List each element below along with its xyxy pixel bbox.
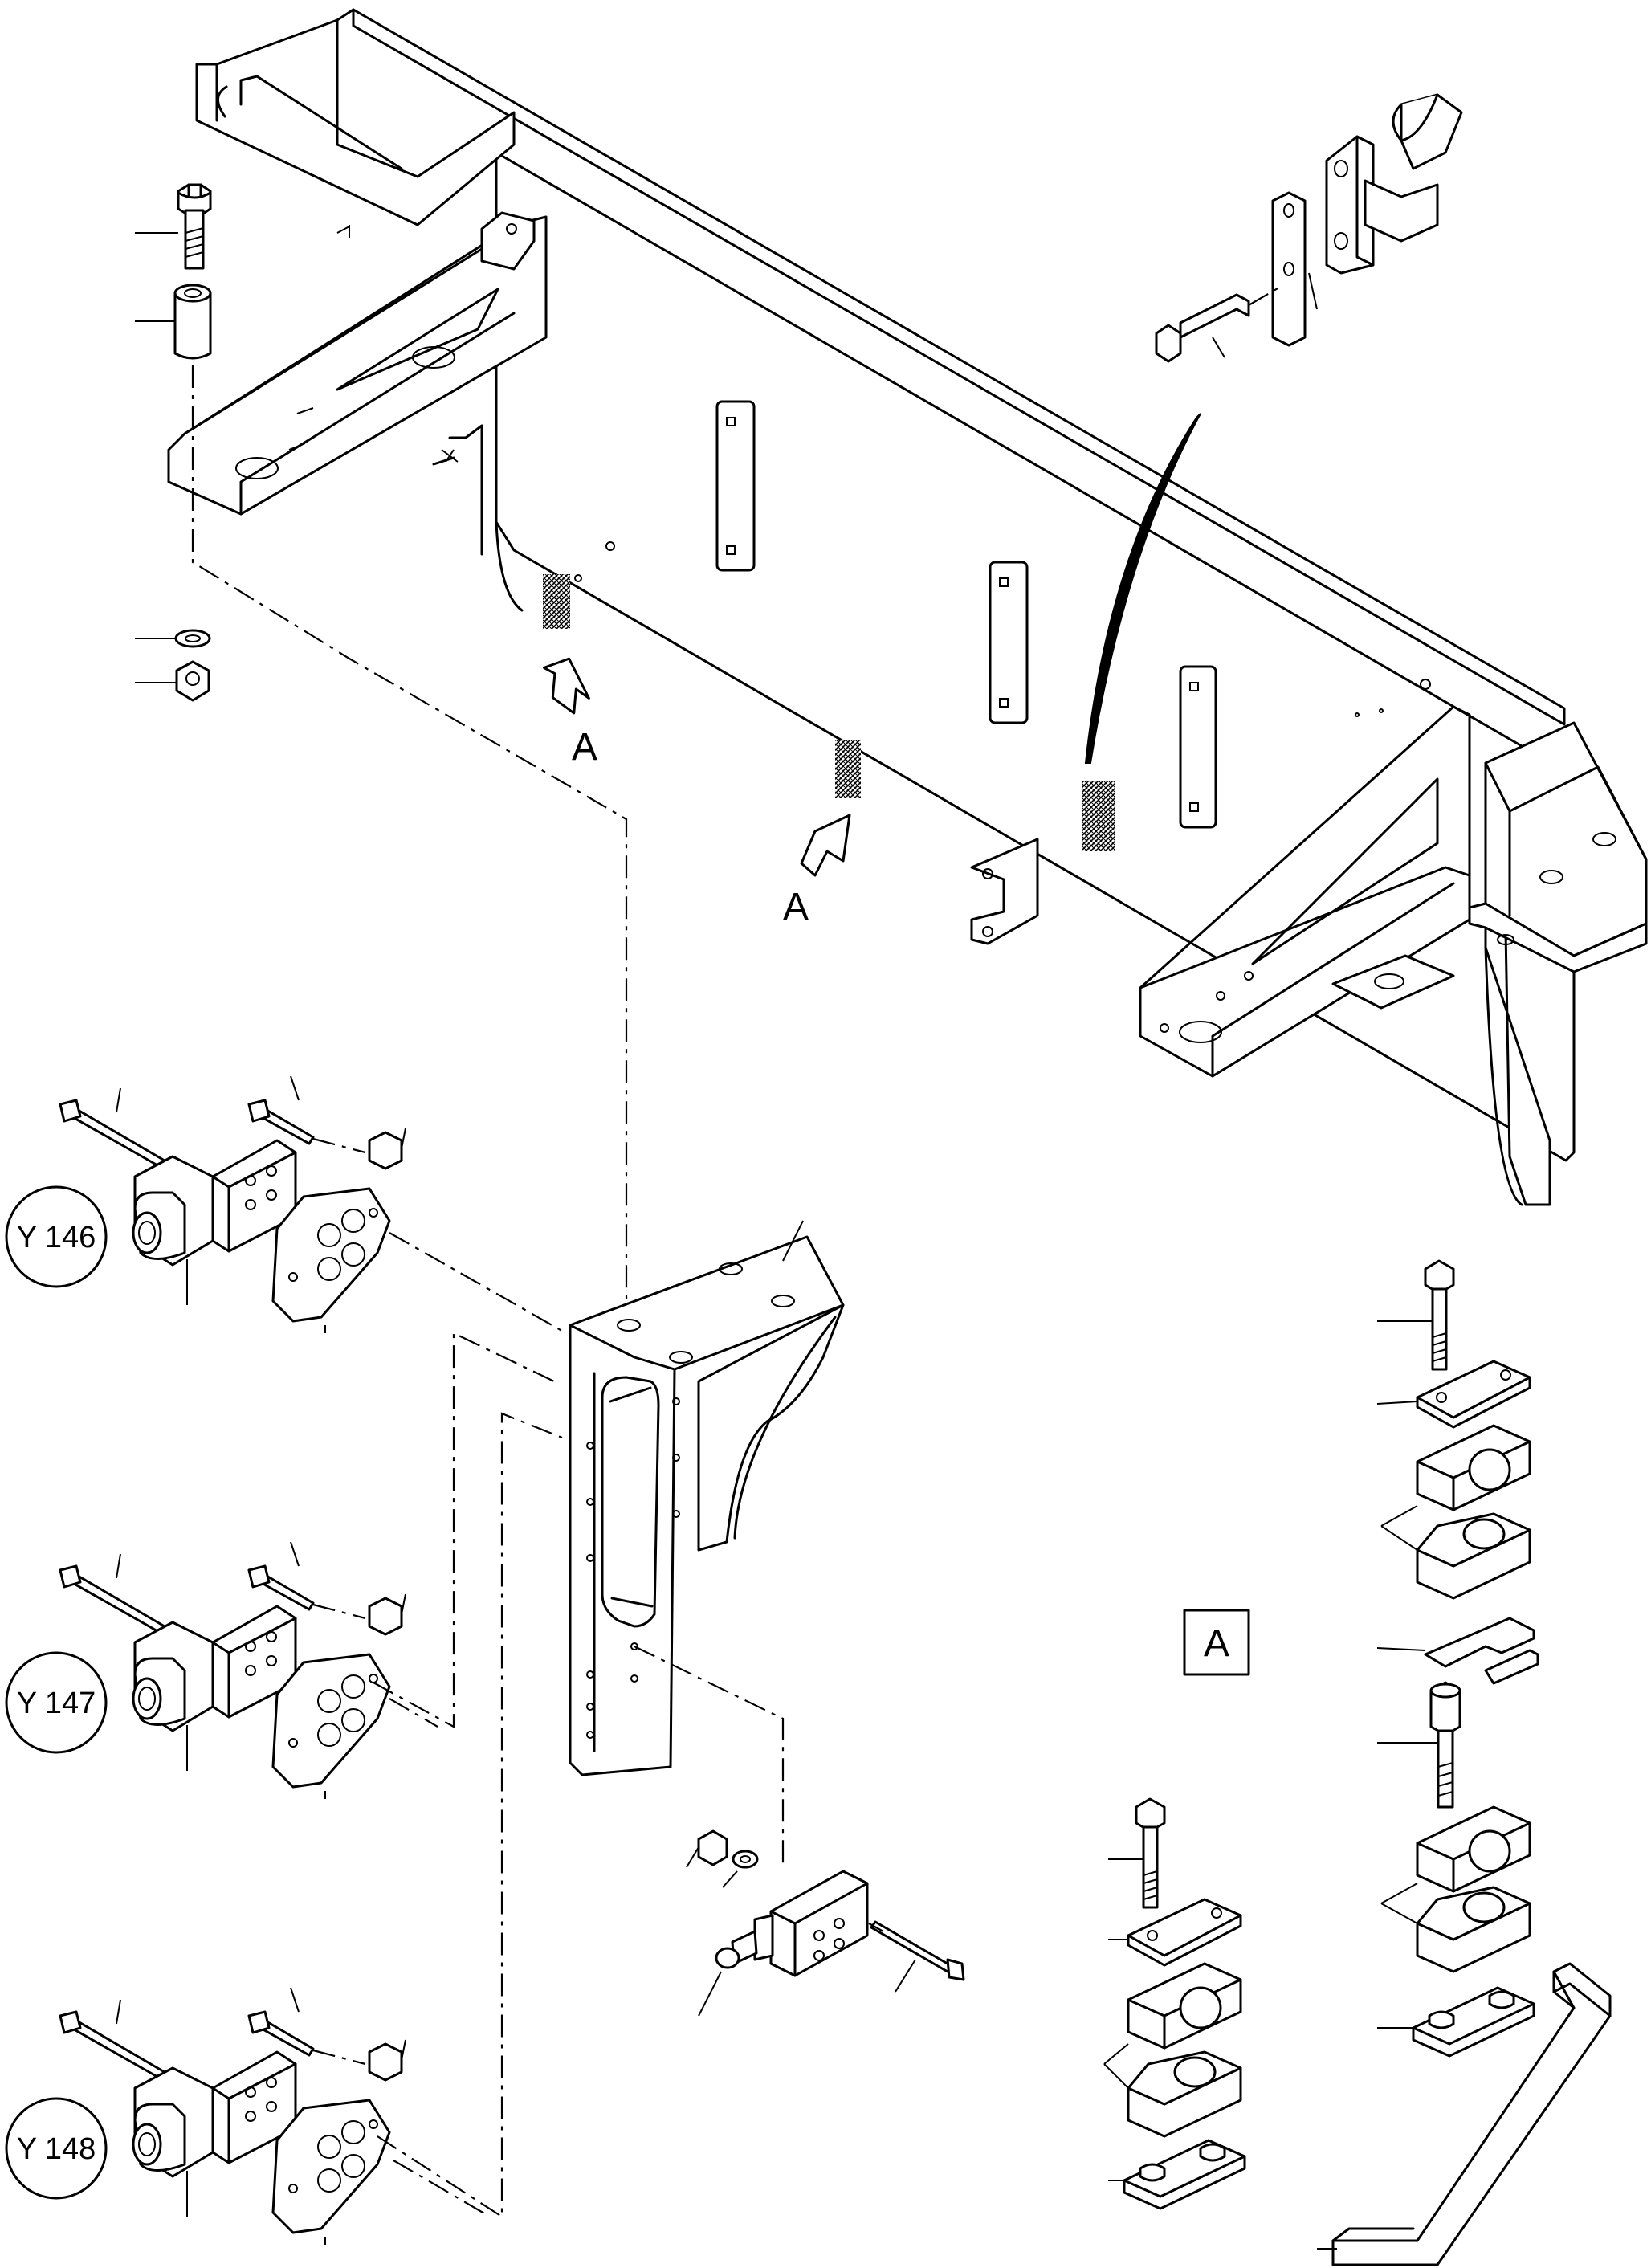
routing-line	[389, 1698, 438, 1728]
label-plate	[543, 574, 570, 629]
small-valve-block	[634, 1646, 965, 2017]
detail-a-marker: A	[1183, 1609, 1250, 1676]
bent-support-bracket	[1317, 1962, 1612, 2266]
label-plate	[1082, 781, 1115, 851]
detail-label-a: A	[1204, 1622, 1229, 1665]
bolt-stack-left	[135, 183, 628, 1325]
component-label-y147: Y 147	[17, 1687, 96, 1720]
clamp-group-top	[1155, 93, 1463, 363]
component-label-y148: Y 148	[17, 2132, 96, 2166]
component-label-y146: Y 146	[17, 1221, 96, 1254]
mounting-bracket	[569, 1220, 845, 1776]
clamp-stack-right	[1376, 1259, 1539, 2058]
valve-group-y147: Y 147	[5, 1541, 406, 1799]
clamp-stack-left	[1103, 1797, 1246, 2210]
routing-line	[393, 2160, 491, 2217]
label-plate	[835, 740, 861, 798]
valve-group-y148: Y 148	[5, 1987, 406, 2245]
routing-line	[377, 1412, 563, 2219]
view-arrow-a1: A	[543, 657, 597, 769]
valve-group-y146: Y 146	[5, 1075, 567, 1334]
view-label-a: A	[783, 886, 809, 928]
routing-line	[373, 1332, 555, 1728]
main-frame	[167, 8, 1648, 1206]
view-arrow-a2: A	[783, 814, 851, 928]
view-label-a: A	[572, 726, 597, 769]
